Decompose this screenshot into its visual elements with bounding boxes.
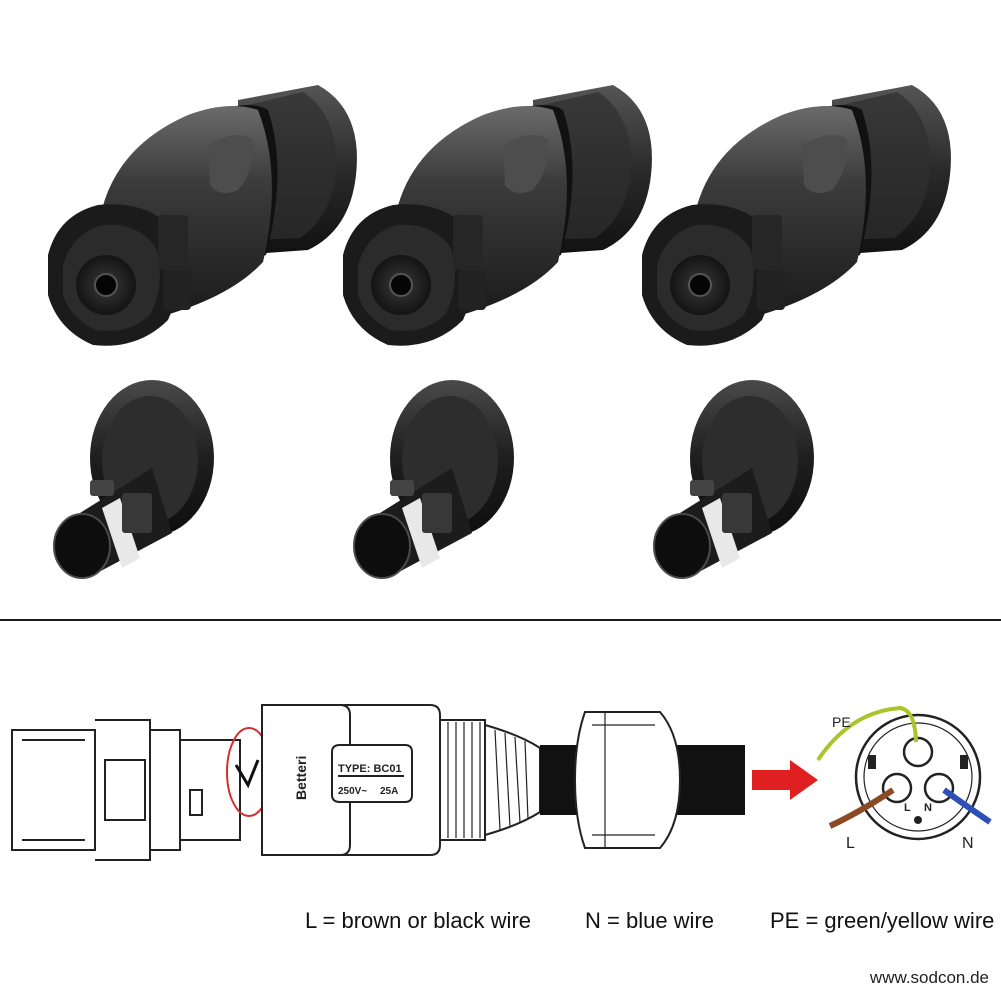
connector-1	[47, 84, 358, 347]
legend-pe-wire: PE = green/yellow wire	[770, 908, 995, 933]
connector-photo	[47, 84, 952, 579]
rating-voltage: 250V~	[338, 786, 367, 797]
pin-label-l: L	[846, 835, 855, 852]
legend-n-wire: N = blue wire	[585, 908, 715, 933]
legend-l-wire: L = brown or black wire	[305, 908, 532, 933]
contact-insert-1	[53, 379, 215, 579]
connector-3	[641, 84, 952, 347]
pin-face	[854, 713, 982, 841]
type-label: TYPE: BC01	[338, 763, 402, 775]
pin-inner-l: L	[904, 802, 911, 814]
direction-arrow	[752, 760, 818, 800]
pin-label-pe: PE	[832, 714, 851, 730]
l-wire	[828, 787, 895, 829]
pe-wire	[816, 705, 918, 762]
pin-label-n: N	[962, 835, 974, 852]
website-watermark: www.sodcon.de	[869, 968, 989, 987]
pin-inner-n: N	[924, 802, 932, 814]
contact-insert-3	[653, 379, 815, 579]
contact-insert-2	[353, 379, 515, 579]
rating-current: 25A	[380, 786, 398, 797]
section-divider	[0, 619, 1001, 621]
brand-logo: Betteri	[293, 756, 309, 800]
connector-2	[342, 84, 653, 347]
n-wire	[942, 787, 992, 825]
wiring-diagram: Betteri TYPE: BC01 250V~ 25A PE L N L N	[11, 704, 992, 861]
